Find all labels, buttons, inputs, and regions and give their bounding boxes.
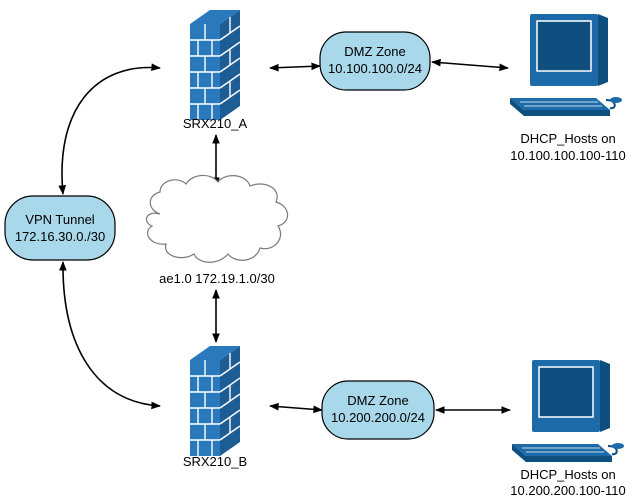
firewall-icon [190,10,241,120]
edge-vpn-fwb [59,261,161,410]
dmz-zone-b[interactable]: DMZ Zone 10.200.200.0/24 [321,380,435,440]
firewall-b-label: SRX210_B [183,454,247,469]
cloud-label: ae1.0 172.19.1.0/30 [159,271,275,286]
edge-fwb-dmzb [269,402,323,414]
dmz-zone-a-box [319,31,431,91]
firewall-b[interactable]: SRX210_B [183,346,247,469]
dmz-zone-a[interactable]: DMZ Zone 10.100.100.0/24 [319,31,431,91]
dmz-zone-b-title: DMZ Zone [347,393,408,408]
dmz-zone-a-title: DMZ Zone [344,44,405,59]
hosts-b[interactable]: DHCP_Hosts on 10.200.200.100-110 [510,360,626,498]
firewall-icon [190,346,241,456]
edge-dmza-hostsa [431,58,509,72]
edge-fwa-dmza [269,62,321,72]
computer-icon [512,360,624,462]
hosts-b-range: 10.200.200.100-110 [510,483,625,498]
hosts-a-range: 10.100.100.100-110 [510,148,625,163]
dmz-zone-b-box [321,380,435,440]
hosts-a[interactable]: DHCP_Hosts on 10.100.100.100-110 [510,14,626,163]
edge-fwa-vpn [58,63,161,195]
cloud-link[interactable]: ae1.0 172.19.1.0/30 [145,174,289,286]
vpn-tunnel-subnet: 172.16.30.0./30 [15,229,105,244]
firewall-a-label: SRX210_A [183,116,248,131]
vpn-tunnel[interactable]: VPN Tunnel 172.16.30.0./30 [4,195,116,261]
firewall-a[interactable]: SRX210_A [183,10,248,131]
edges [58,58,511,414]
vpn-tunnel-box [4,195,116,261]
dmz-zone-b-subnet: 10.200.200.0/24 [331,410,425,425]
cloud-icon [145,174,289,263]
hosts-a-title: DHCP_Hosts on [520,131,615,146]
dmz-zone-a-subnet: 10.100.100.0/24 [328,61,422,76]
hosts-b-title: DHCP_Hosts on [520,467,615,482]
computer-icon [510,14,622,116]
vpn-tunnel-title: VPN Tunnel [25,212,94,227]
